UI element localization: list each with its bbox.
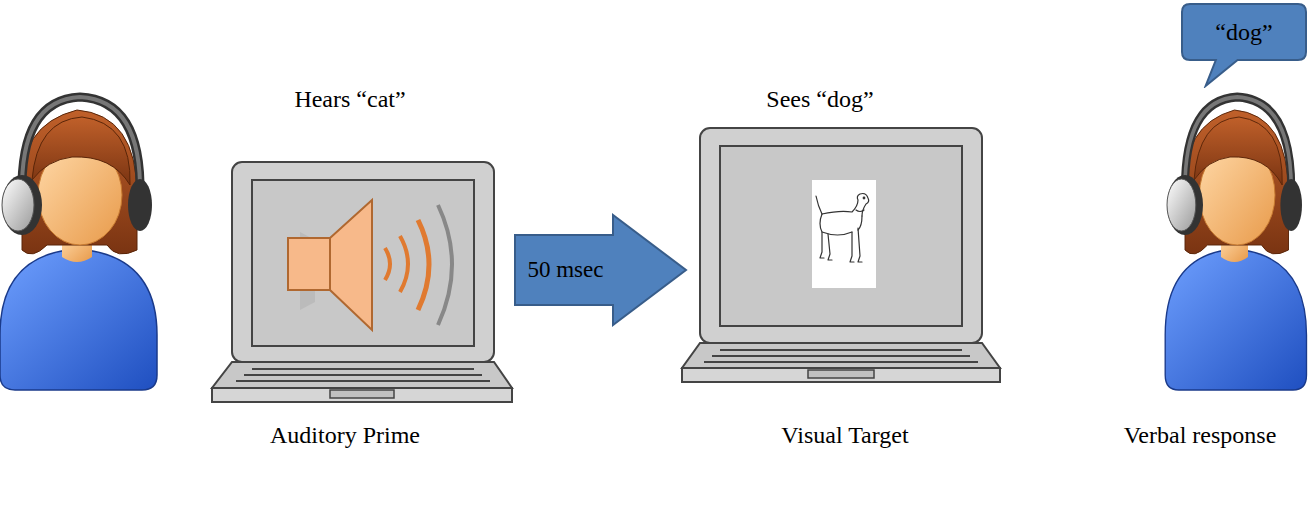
delay-label: 50 msec [527,257,603,283]
person-icon [1165,97,1306,390]
delay-arrow: 50 msec [513,213,688,327]
speech-bubble: “dog” [1180,2,1308,88]
speaker-icon [288,200,452,330]
laptop-icon [212,162,512,402]
dog-picture [812,180,876,288]
laptop-icon [682,128,1000,382]
target-caption: Sees “dog” [720,84,920,114]
person-icon [0,97,157,390]
bubble-shape [1180,2,1308,88]
stage-label: Verbal response [1090,420,1310,450]
spoken-word: “dog” [1215,19,1272,46]
stage-label: Visual Target [745,420,945,450]
prime-caption: Hears “cat” [250,84,450,114]
stage-label: Auditory Prime [270,420,420,450]
